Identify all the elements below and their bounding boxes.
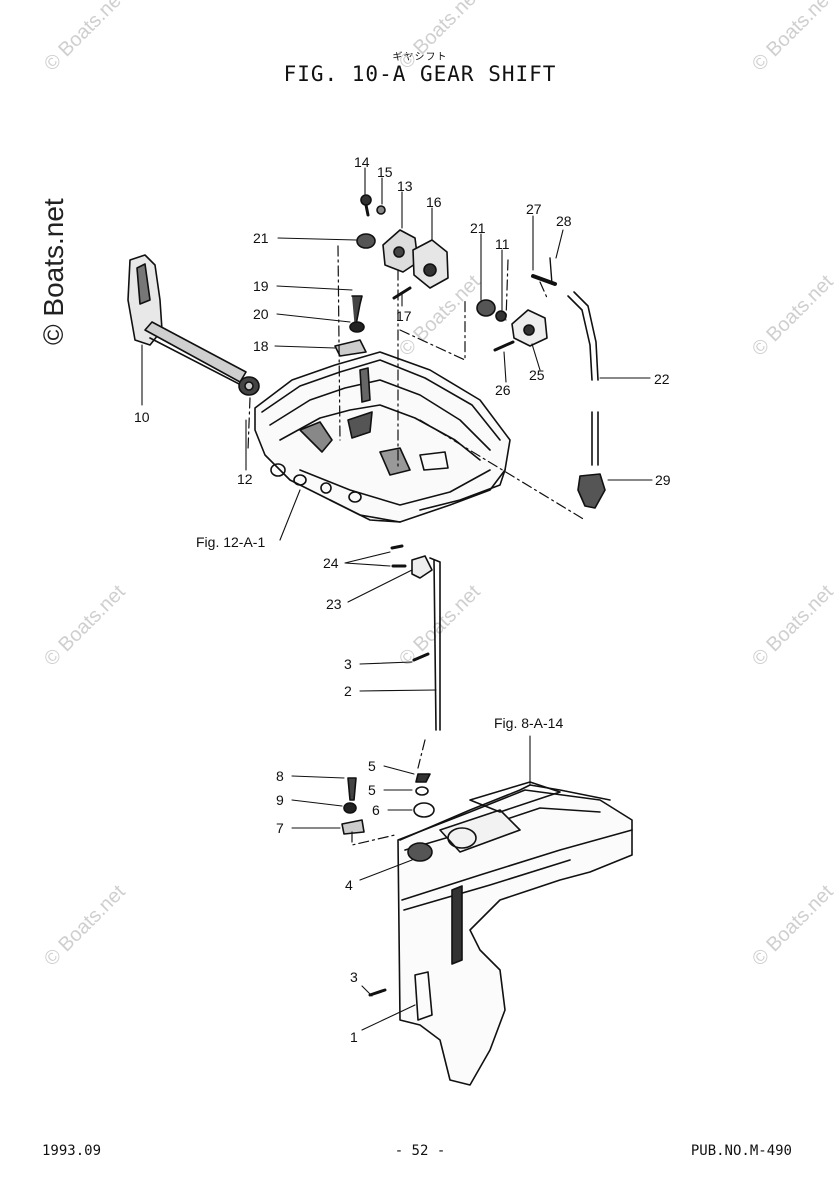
ref-fig-12-a-1: Fig. 12-A-1 [196, 534, 265, 550]
callout-6: 6 [372, 802, 380, 818]
callout-24: 24 [323, 555, 339, 571]
shift-cam-drawing [356, 194, 449, 300]
callout-21-right: 21 [470, 220, 486, 236]
callout-5-lower: 5 [368, 782, 376, 798]
callout-26: 26 [495, 382, 511, 398]
callout-29: 29 [655, 472, 671, 488]
callout-14: 14 [354, 154, 370, 170]
callout-28: 28 [556, 213, 572, 229]
callout-12: 12 [237, 471, 253, 487]
callout-2: 2 [344, 683, 352, 699]
callout-15: 15 [377, 164, 393, 180]
callout-25: 25 [529, 367, 545, 383]
lower-unit-drawing [368, 781, 633, 1086]
callout-22: 22 [654, 371, 670, 387]
callout-8: 8 [276, 768, 284, 784]
callout-11: 11 [495, 236, 510, 252]
guide-lines [247, 245, 586, 846]
shift-rod-upper-drawing [567, 291, 606, 509]
shift-rod-lower-drawing [341, 544, 441, 835]
callout-3-lower: 3 [350, 969, 358, 985]
callout-13: 13 [397, 178, 413, 194]
bottom-cowling-drawing [254, 351, 511, 523]
callout-5-upper: 5 [368, 758, 376, 774]
footer-publication-number: PUB.NO.M-490 [690, 1143, 792, 1159]
figure-references: Fig. 12-A-1 Fig. 8-A-14 [196, 534, 563, 731]
callout-numbers: 14 15 13 16 21 21 11 27 28 19 20 17 18 2… [134, 154, 671, 1045]
callout-10: 10 [134, 409, 150, 425]
footer-page-number: - 52 - [394, 1143, 446, 1159]
callout-27: 27 [526, 201, 542, 217]
callout-9: 9 [276, 792, 284, 808]
ref-fig-8-a-14: Fig. 8-A-14 [494, 715, 563, 731]
callout-3-upper: 3 [344, 656, 352, 672]
figure-title: FIG. 10-A GEAR SHIFT [283, 62, 557, 86]
shift-arm-drawing [476, 257, 557, 352]
callout-23: 23 [326, 596, 342, 612]
callout-4: 4 [345, 877, 353, 893]
callout-20: 20 [253, 306, 269, 322]
footer-date: 1993.09 [42, 1143, 102, 1159]
figure-subtitle: ギヤシフト [392, 52, 448, 63]
callout-1: 1 [350, 1029, 358, 1045]
callout-7: 7 [276, 820, 284, 836]
callout-18: 18 [253, 338, 269, 354]
small-parts-drawing [334, 295, 367, 357]
shift-lever-drawing [127, 254, 260, 396]
leader-lines [141, 167, 653, 1031]
callout-17: 17 [396, 308, 412, 324]
callout-16: 16 [426, 194, 442, 210]
callout-19: 19 [253, 278, 269, 294]
callout-21-left: 21 [253, 230, 269, 246]
